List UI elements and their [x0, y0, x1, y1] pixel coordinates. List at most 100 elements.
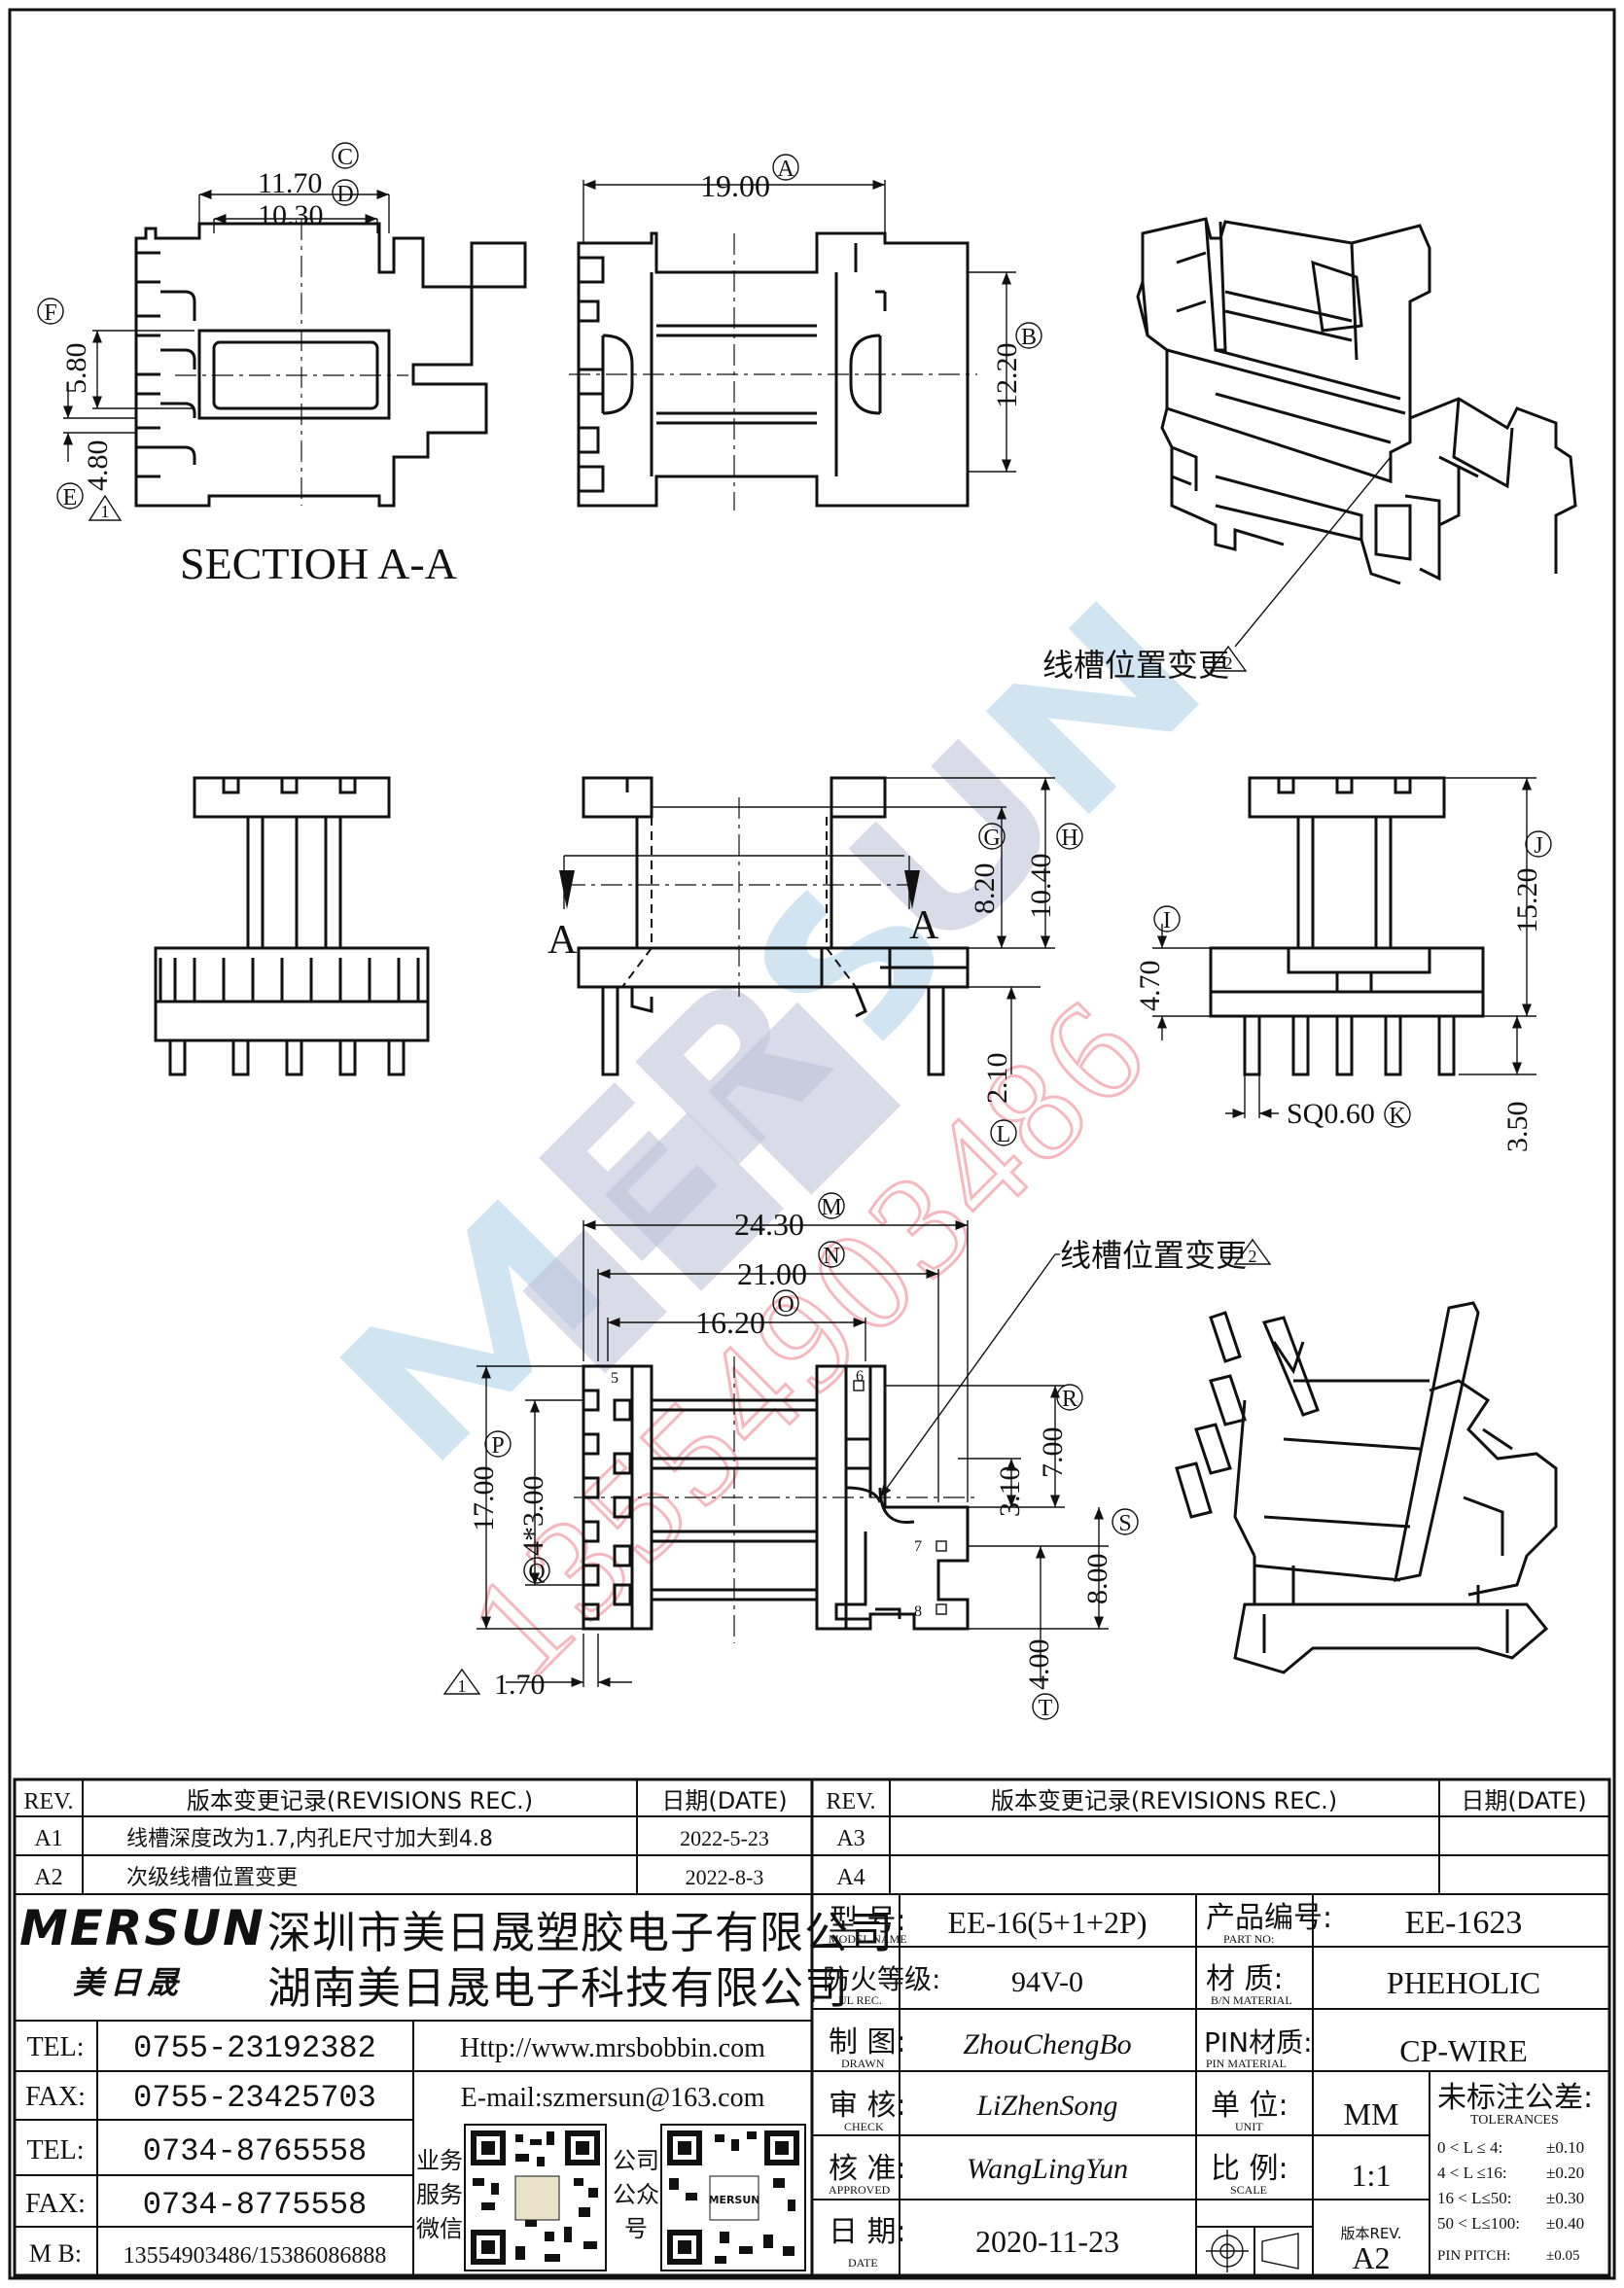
tol-value-0: ±0.10	[1546, 2138, 1584, 2157]
company-web[interactable]: Http://www.mrsbobbin.com	[460, 2033, 765, 2063]
approved-label: 核 准:	[829, 2152, 906, 2186]
unit-label-en: UNIT	[1235, 2120, 1263, 2133]
qr-code-wechat[interactable]	[464, 2124, 607, 2271]
ul-label-en: UL REC.	[838, 1993, 882, 2007]
bubble-o: O	[777, 1292, 794, 1318]
rev-a3: A3	[836, 1826, 865, 1851]
bubble-e: E	[63, 485, 78, 510]
title-block: REV. 版本变更记录(REVISIONS REC.) 日期(DATE) A1 …	[13, 1778, 1611, 2277]
mersun-logo-cn: 美日晟	[73, 1964, 184, 2001]
bubble-n: N	[823, 1244, 839, 1269]
contact-value-3: 0734-8775558	[143, 2187, 367, 2223]
dim-24-30: 24.30	[734, 1207, 804, 1242]
bubble-i: I	[1163, 908, 1171, 933]
pin-5: 5	[611, 1370, 618, 1387]
qr2-label-2: 号	[624, 2215, 648, 2242]
bubble-a: A	[777, 157, 794, 182]
qr1-label-2: 微信	[416, 2215, 463, 2242]
contact-label-0: TEL:	[26, 2032, 84, 2062]
view-iso-bottom	[1175, 1301, 1558, 1674]
unit-value: MM	[1344, 2096, 1399, 2131]
section-title: SECTIOH A-A	[180, 539, 457, 588]
slot-change-note-1: 线槽位置变更 2	[1042, 456, 1392, 684]
rev-a2-record: 次级线槽位置变更	[126, 1866, 298, 1890]
contact-value-0: 0755-23192382	[133, 2030, 376, 2066]
bubble-h: H	[1061, 826, 1077, 851]
section-mark-a-left: A	[547, 918, 578, 963]
rev-date-header-left: 日期(DATE)	[661, 1787, 787, 1814]
rev-record-header-right: 版本变更记录(REVISIONS REC.)	[991, 1787, 1337, 1814]
rev-header-right: REV.	[827, 1789, 876, 1814]
qr2-label-0: 公司	[613, 2147, 659, 2174]
pin-8: 8	[914, 1603, 922, 1620]
dim-2-10: 2.10	[981, 1053, 1013, 1105]
dim-4-70: 4.70	[1134, 961, 1166, 1012]
view-top: 19.00 A 12.20 B	[569, 154, 1042, 510]
scale-value: 1:1	[1352, 2158, 1392, 2193]
rev-a2-date: 2022-8-3	[686, 1865, 764, 1889]
model-label: 型 号:	[829, 1904, 906, 1938]
bubble-c: C	[337, 145, 353, 170]
company-name-1: 深圳市美日晟塑胶电子有限公司	[267, 1907, 894, 1958]
dim-8-00: 8.00	[1081, 1554, 1113, 1605]
contact-label-3: FAX:	[25, 2189, 86, 2219]
bubble-p: P	[491, 1433, 504, 1459]
pin-label-en: PIN MATERIAL	[1206, 2057, 1287, 2070]
rev-a4: A4	[836, 1865, 865, 1890]
check-value: LiZhenSong	[975, 2090, 1117, 2122]
part-value: EE-1623	[1405, 1905, 1523, 1941]
mersun-logo: MERSUN	[19, 1900, 265, 1956]
view-section-aa: 11.70 10.30 5.80 4.80 C D F E 1 SECTIOH …	[37, 142, 527, 588]
bubble-b: B	[1021, 325, 1037, 350]
bubble-t: T	[1039, 1696, 1053, 1721]
tol-range-2: 16 < L≤50:	[1437, 2189, 1512, 2207]
pin-6: 6	[856, 1368, 864, 1385]
tol-range-1: 4 < L ≤16:	[1437, 2164, 1507, 2182]
view-front: A A 8.20 10.40 2.10 G H L	[547, 776, 1083, 1147]
dim-sq0-60: SQ0.60	[1287, 1098, 1375, 1130]
view-bottom: 5 6 7 8 24.30 21.00	[442, 1192, 1272, 1721]
drawn-value: ZhouChengBo	[963, 2028, 1131, 2060]
dim-7-00: 7.00	[1037, 1427, 1069, 1479]
pin-label: PIN材质:	[1204, 2026, 1313, 2059]
dim-21-00: 21.00	[737, 1256, 807, 1291]
pin-7: 7	[914, 1538, 922, 1555]
note-slot-change: 线槽位置变更	[1042, 647, 1229, 684]
material-label: 材 质:	[1206, 1962, 1284, 1996]
qr2-label-1: 公众	[613, 2181, 659, 2208]
ul-value: 94V-0	[1011, 1966, 1083, 1998]
date-label-en: DATE	[848, 2256, 878, 2270]
material-value: PHEHOLIC	[1387, 1965, 1540, 2000]
dim-4-00: 4.00	[1023, 1639, 1055, 1691]
rev-a1-record: 线槽深度改为1.7,内孔E尺寸加大到4.8	[126, 1827, 493, 1851]
view-iso-top	[1136, 217, 1577, 585]
dim-17-00: 17.00	[468, 1466, 500, 1532]
tolerance-label-en: TOLERANCES	[1470, 2113, 1559, 2128]
part-label: 产品编号:	[1206, 1901, 1332, 1935]
drawn-label: 制 图:	[829, 2025, 906, 2059]
view-elevation-left	[154, 776, 430, 1076]
dim-19-00: 19.00	[700, 168, 770, 203]
bubble-r: R	[1062, 1387, 1077, 1412]
bubble-m: M	[821, 1195, 841, 1220]
part-label-en: PART NO:	[1223, 1932, 1274, 1946]
date-value: 2020-11-23	[975, 2224, 1119, 2259]
bubble-j: J	[1534, 833, 1542, 859]
tol-range-4: PIN PITCH:	[1437, 2248, 1510, 2264]
rev-a1: A1	[34, 1826, 62, 1851]
company-name-2: 湖南美日晟电子科技有限公司	[267, 1962, 849, 2014]
tol-value-3: ±0.40	[1546, 2214, 1584, 2233]
drawn-label-en: DRAWN	[841, 2057, 885, 2070]
model-label-en: MODEL NAME	[829, 1932, 907, 1946]
rev-label: 版本REV.	[1341, 2225, 1402, 2242]
contact-label-4: M B:	[29, 2239, 82, 2268]
unit-label: 单 位:	[1211, 2089, 1289, 2123]
bubble-q: Q	[528, 1560, 545, 1585]
company-email[interactable]: E-mail:szmersun@163.com	[461, 2083, 765, 2113]
tol-value-4: ±0.05	[1546, 2248, 1579, 2264]
dim-15-20: 15.20	[1511, 868, 1543, 934]
qr-code-official-account[interactable]: MERSUN	[660, 2124, 806, 2271]
qr1-label-0: 业务	[416, 2147, 463, 2174]
rev-date-header-right: 日期(DATE)	[1461, 1787, 1586, 1814]
